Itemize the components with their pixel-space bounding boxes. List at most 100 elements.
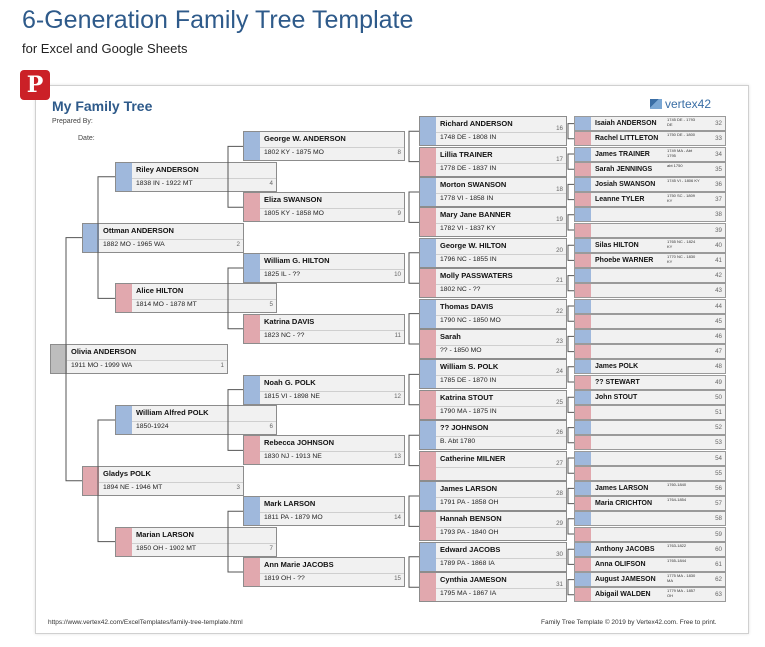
- person-name: Marian LARSON: [136, 529, 194, 539]
- person-box-gen6[interactable]: 42: [574, 268, 726, 284]
- tree-connector: [567, 579, 574, 596]
- male-marker: [575, 542, 591, 556]
- person-box-gen6[interactable]: 39: [574, 222, 726, 238]
- person-number: 2: [236, 240, 240, 248]
- person-box-gen6[interactable]: 47: [574, 344, 726, 360]
- person-number: 52: [715, 424, 722, 432]
- person-name: Sarah JENNINGS: [595, 165, 653, 173]
- page-subtitle: for Excel and Google Sheets: [22, 41, 188, 56]
- person-box-gen6[interactable]: 55: [574, 465, 726, 481]
- person-box-gen6[interactable]: 59: [574, 526, 726, 542]
- male-marker: [244, 375, 260, 404]
- person-name: Anna OLIFSON: [595, 560, 646, 568]
- person-number: 51: [715, 408, 722, 416]
- person-name: August JAMESON: [595, 576, 656, 584]
- person-box-gen6[interactable]: 52: [574, 420, 726, 436]
- person-box-gen6[interactable]: 58: [574, 511, 726, 527]
- footer-url[interactable]: https://www.vertex42.com/ExcelTemplates/…: [48, 619, 243, 626]
- person-name: Molly PASSWATERS: [440, 271, 513, 281]
- person-number: 26: [556, 429, 563, 437]
- person-name: Ann Marie JACOBS: [264, 560, 334, 569]
- person-number: 17: [556, 155, 563, 163]
- person-dates: 1819 OH - ??: [264, 575, 305, 582]
- tree-connector: [227, 510, 243, 573]
- person-name: Isaiah ANDERSON: [595, 120, 657, 128]
- person-number: 30: [556, 550, 563, 558]
- person-box-gen6[interactable]: 54: [574, 450, 726, 466]
- person-name: Mark LARSON: [264, 499, 316, 509]
- person-number: 19: [556, 216, 563, 224]
- person-box-gen6[interactable]: 38: [574, 207, 726, 223]
- female-marker: [420, 390, 436, 419]
- person-name: John STOUT: [595, 393, 638, 401]
- person-box-gen6[interactable]: 51: [574, 404, 726, 420]
- pinterest-icon[interactable]: P: [20, 70, 50, 100]
- footer-copyright: Family Tree Template © 2019 by Vertex42.…: [541, 619, 717, 626]
- male-marker: [575, 177, 591, 191]
- person-dates: 1782 VI - 1837 KY: [440, 225, 496, 233]
- divider: [436, 284, 566, 286]
- person-box-gen6[interactable]: 53: [574, 435, 726, 451]
- person-box-gen6[interactable]: 44: [574, 298, 726, 314]
- person-box-gen6[interactable]: 46: [574, 328, 726, 344]
- person-name: Rebecca JOHNSON: [264, 438, 335, 448]
- person-number: 49: [715, 378, 722, 386]
- female-marker: [575, 405, 591, 419]
- person-number: 37: [715, 196, 722, 204]
- person-box-gen6[interactable]: 43: [574, 283, 726, 299]
- person-number: 12: [394, 392, 401, 400]
- person-box-gen6[interactable]: 45: [574, 313, 726, 329]
- female-marker: [244, 558, 260, 586]
- person-dates: 1815 VI - 1898 NE: [264, 392, 320, 400]
